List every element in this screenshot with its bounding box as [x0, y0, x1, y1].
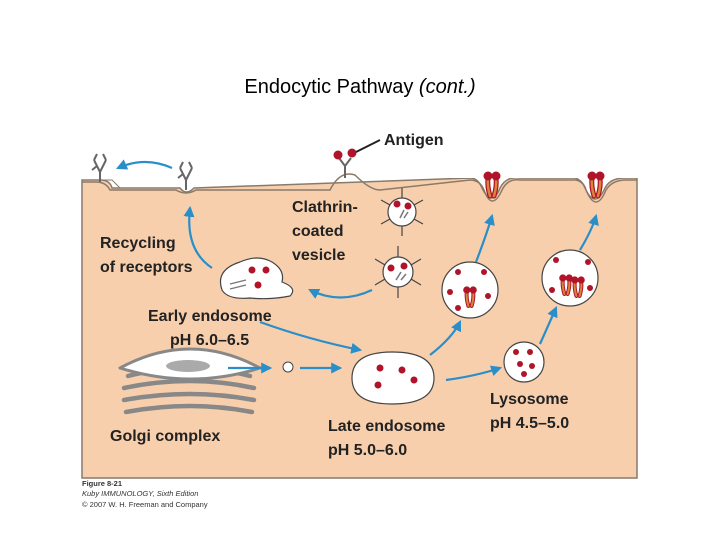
label-clathrin: Clathrin- coated vesicle	[292, 199, 362, 264]
label-lysosome: Lysosome pH 4.5–5.0	[490, 391, 573, 432]
membrane-outline	[82, 173, 637, 203]
transport-vesicle	[282, 361, 294, 373]
slide-title: Endocytic Pathway (cont.)	[0, 76, 720, 99]
early-endosome	[219, 257, 294, 300]
arrow-vesicle-to-early	[308, 289, 373, 299]
lysosome	[503, 341, 545, 383]
pathway-arrows	[115, 159, 599, 382]
arrow-recycling-up	[183, 205, 213, 269]
late-endosome	[351, 351, 435, 405]
white-above-membrane	[82, 130, 642, 178]
endocytic-vesicle-2	[541, 249, 599, 307]
antigen-receptor-surface	[333, 148, 357, 178]
label-antigen: Antigen	[384, 132, 444, 149]
antigen-pointer	[355, 139, 381, 153]
arrow-early-to-late	[259, 320, 363, 354]
title-suffix: (cont.)	[418, 76, 476, 98]
arrow-receptor-recycle-surface	[115, 159, 173, 170]
label-late-endosome: Late endosome pH 5.0–6.0	[328, 418, 450, 459]
caption-book: Kuby IMMUNOLOGY, Sixth Edition	[82, 489, 198, 498]
golgi-complex	[118, 347, 264, 415]
arrow-late-to-vesicle1	[429, 320, 461, 356]
label-early-endosome: Early endosome pH 6.0–6.5	[148, 308, 276, 349]
plasma-membrane-step	[82, 179, 121, 189]
caption-copyright: © 2007 W. H. Freeman and Company	[82, 500, 208, 509]
caption-figure: Figure 8-21	[82, 479, 122, 488]
arrow-lysosome-to-vesicle2	[538, 305, 558, 345]
cytoplasm	[81, 176, 638, 479]
label-recycling: Recycling of receptors	[100, 235, 193, 276]
title-main: Endocytic Pathway	[244, 76, 414, 98]
clathrin-vesicle-upper	[380, 188, 424, 236]
arrow-vesicle1-up	[474, 213, 495, 263]
arrow-late-to-lysosome	[445, 365, 503, 382]
label-golgi: Golgi complex	[110, 428, 220, 445]
endocytic-vesicle-1	[441, 261, 499, 319]
arrow-vesicle2-up	[579, 213, 599, 251]
clathrin-vesicle-lower	[374, 246, 422, 298]
